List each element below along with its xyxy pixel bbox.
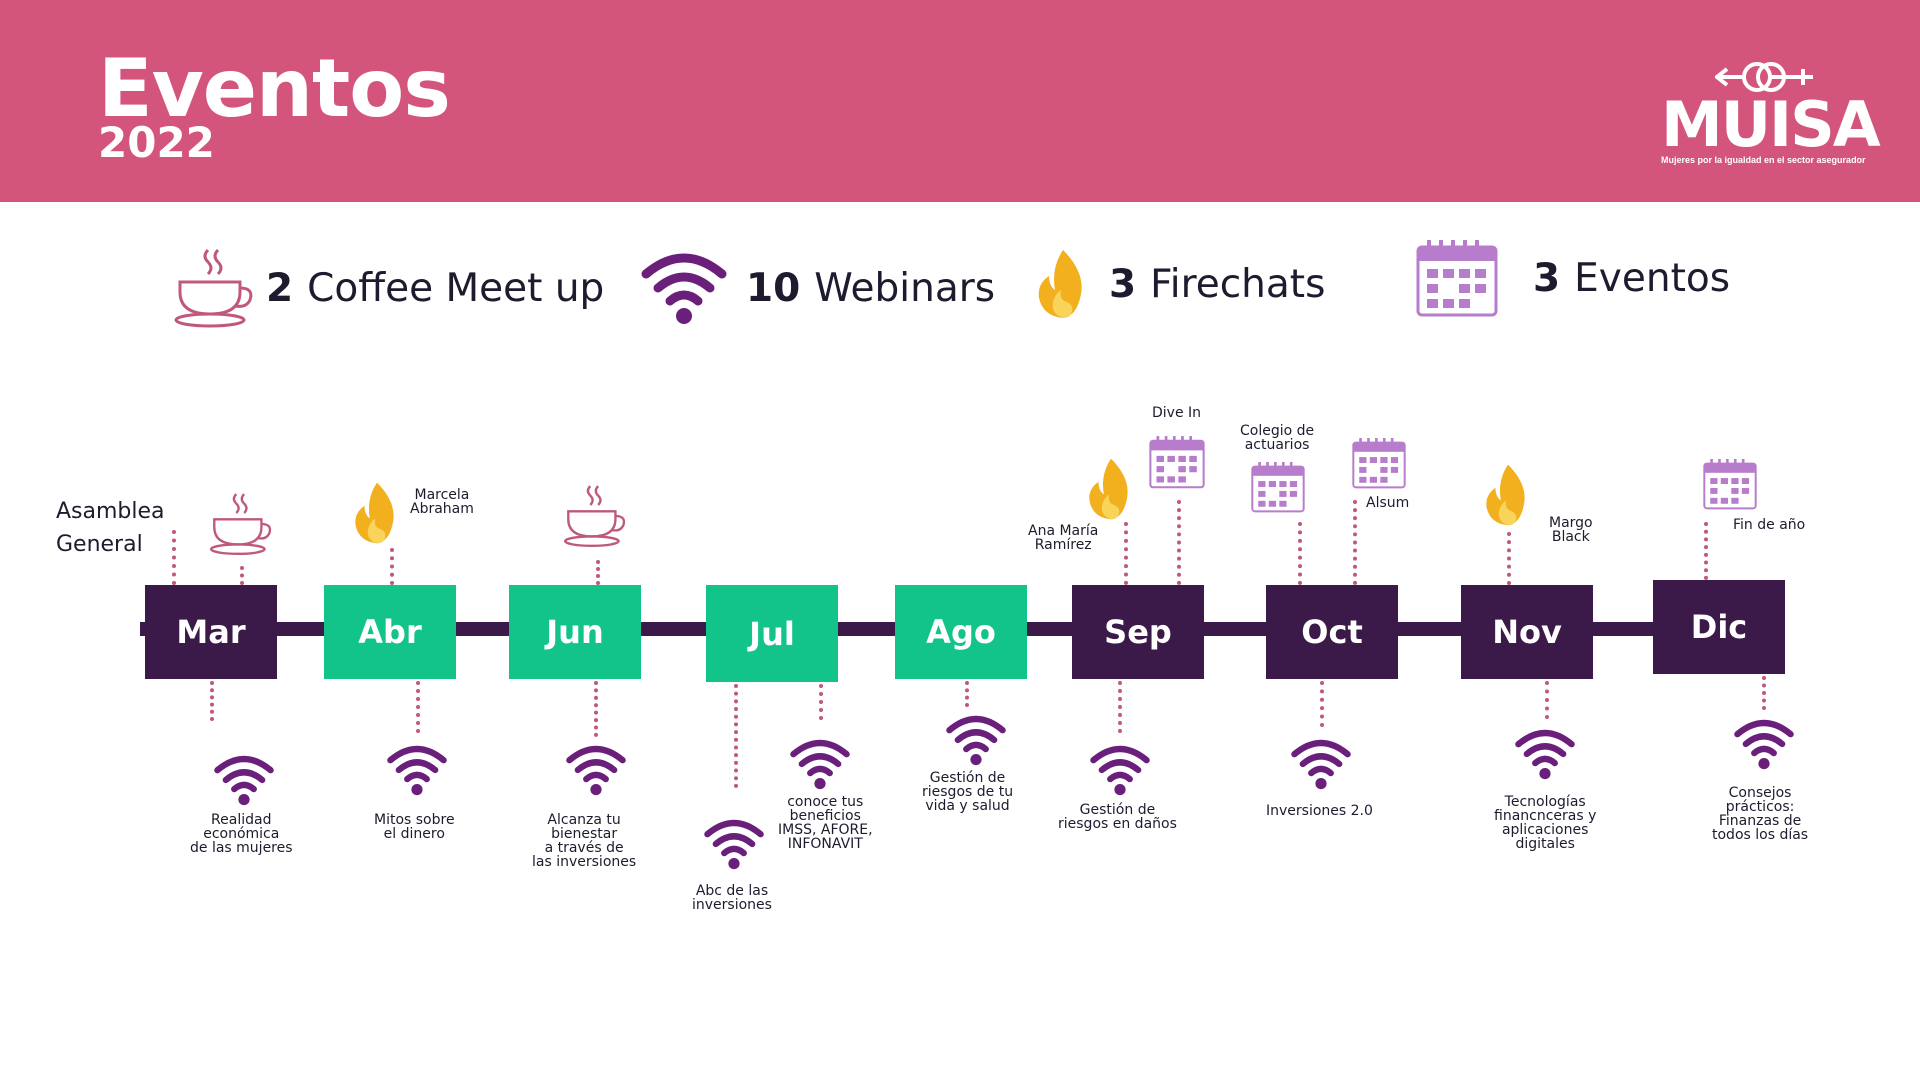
calendar-icon <box>1149 436 1205 489</box>
summary-webinars: 10 Webinars <box>640 248 995 328</box>
label-marcela: Marcela Abraham <box>410 487 474 517</box>
page-year: 2022 <box>98 118 215 167</box>
logo-tagline: Mujeres por la igualdad en el sector ase… <box>1661 155 1866 165</box>
month-ago: Ago <box>895 585 1027 679</box>
webinar-label-dic: Consejos prácticos: Finanzas de todos lo… <box>1712 785 1809 843</box>
connector-line <box>1177 500 1181 585</box>
calendar-icon <box>1251 461 1305 513</box>
wifi-icon <box>1291 739 1351 790</box>
connector-line <box>1762 676 1766 710</box>
connector-line <box>1298 522 1302 585</box>
label-colegio: Colegio de actuarios <box>1240 423 1315 453</box>
connector-line <box>172 530 176 585</box>
webinar-label-jul-2: conoce tus beneficios IMSS, AFORE, INFON… <box>778 794 873 852</box>
summary-label: Firechats <box>1150 261 1326 307</box>
connector-line <box>1704 522 1708 580</box>
coffee-cup-icon <box>209 493 272 556</box>
month-jul: Jul <box>706 585 838 682</box>
connector-line <box>1353 500 1357 585</box>
month-oct: Oct <box>1266 585 1398 679</box>
calendar-icon <box>1352 437 1406 489</box>
webinar-label-mar: Realidad económica de las mujeres <box>190 812 293 856</box>
month-abr: Abr <box>324 585 456 679</box>
wifi-icon <box>790 739 850 790</box>
wifi-icon <box>1090 745 1150 796</box>
fire-icon <box>1089 458 1128 520</box>
connector-line <box>390 548 394 585</box>
wifi-icon <box>704 819 764 870</box>
coffee-cup-icon <box>563 485 626 548</box>
wifi-icon <box>387 745 447 796</box>
connector-line <box>594 681 598 737</box>
label-asamblea: Asamblea General <box>56 499 165 557</box>
connector-line <box>1124 522 1128 585</box>
wifi-icon <box>566 745 626 796</box>
summary-count: 2 <box>266 265 294 311</box>
connector-line <box>1320 681 1324 727</box>
logo-wordmark: MUISA <box>1661 88 1881 161</box>
label-alsum: Alsum <box>1366 495 1410 511</box>
summary-firechats: 3 Firechats <box>1035 244 1325 324</box>
month-nov: Nov <box>1461 585 1593 679</box>
label-margo: Margo Black <box>1549 515 1593 545</box>
fire-icon <box>1486 464 1525 526</box>
summary-eventos: 3 Eventos <box>1415 238 1730 318</box>
page-title: Eventos <box>98 42 451 135</box>
wifi-icon <box>214 755 274 806</box>
connector-line <box>210 681 214 721</box>
summary-label: Coffee Meet up <box>307 265 605 311</box>
logo-mark-icon <box>1715 62 1813 92</box>
webinar-label-nov: Tecnologías financnceras y aplicaciones … <box>1494 794 1597 852</box>
summary-coffee: 2 Coffee Meet up <box>172 248 604 328</box>
summary-count: 10 <box>746 265 801 311</box>
webinar-label-jul-1: Abc de las inversiones <box>692 883 772 913</box>
header-banner <box>0 0 1920 202</box>
webinar-label-sep: Gestión de riesgos en daños <box>1058 802 1177 832</box>
wifi-icon <box>641 253 727 324</box>
month-dic: Dic <box>1653 580 1785 674</box>
muisa-logo: MUISA Mujeres por la igualdad en el sect… <box>1655 58 1881 170</box>
webinar-label-jun: Alcanza tu bienestar a través de las inv… <box>532 812 637 870</box>
summary-count: 3 <box>1533 255 1561 301</box>
wifi-icon <box>946 715 1006 766</box>
coffee-cup-icon <box>174 248 253 328</box>
label-dive: Dive In <box>1152 405 1202 421</box>
label-ana: Ana María Ramírez <box>1028 523 1099 553</box>
summary-label: Eventos <box>1574 255 1731 301</box>
connector-line <box>1507 532 1511 585</box>
webinar-label-abr: Mitos sobre el dinero <box>374 812 455 842</box>
connector-line <box>1118 681 1122 733</box>
month-mar: Mar <box>145 585 277 679</box>
fire-icon <box>355 482 394 544</box>
connector-line <box>240 566 244 585</box>
webinar-label-oct: Inversiones 2.0 <box>1266 803 1373 819</box>
fire-icon <box>1038 250 1082 318</box>
connector-line <box>819 684 823 720</box>
label-fin: Fin de año <box>1733 517 1806 533</box>
summary-count: 3 <box>1109 261 1137 307</box>
wifi-icon <box>1734 719 1794 770</box>
webinar-label-ago: Gestión de riesgos de tu vida y salud <box>922 770 1014 814</box>
connector-line <box>596 560 600 585</box>
month-jun: Jun <box>509 585 641 679</box>
connector-line <box>416 681 420 733</box>
calendar-icon <box>1416 240 1498 317</box>
calendar-icon <box>1703 458 1757 510</box>
connector-line <box>734 684 738 788</box>
wifi-icon <box>1515 729 1575 780</box>
month-sep: Sep <box>1072 585 1204 679</box>
connector-line <box>965 681 969 707</box>
summary-label: Webinars <box>814 265 996 311</box>
connector-line <box>1545 681 1549 719</box>
